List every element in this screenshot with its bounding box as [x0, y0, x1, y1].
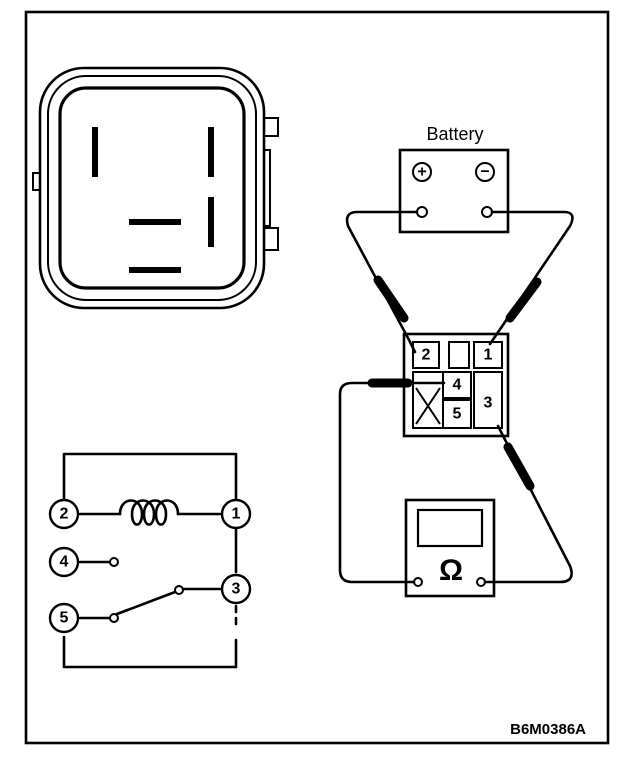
positive-post — [416, 206, 428, 218]
alligator-clip — [373, 275, 409, 323]
negative-symbol: − — [480, 164, 489, 181]
relay-top-view — [32, 66, 279, 310]
switch-arm-icon — [115, 590, 177, 616]
relay-schematic: 2 1 4 3 5 — [48, 452, 252, 669]
meter-display — [416, 508, 484, 548]
socket-terminal-3: 3 — [484, 395, 493, 412]
socket-terminal-4: 4 — [453, 377, 462, 394]
meter-probe — [503, 442, 535, 491]
relay-pin-blade — [129, 267, 181, 273]
relay-pin-blade — [208, 197, 214, 247]
schematic-terminal-4: 4 — [60, 554, 69, 571]
page-border — [24, 10, 610, 745]
figure-code: B6M0386A — [510, 721, 586, 738]
schematic-terminal-1: 1 — [232, 506, 241, 523]
socket-terminal-1: 1 — [484, 347, 493, 364]
socket-terminal-5: 5 — [453, 406, 462, 423]
negative-post — [481, 206, 493, 218]
alligator-clip — [505, 277, 542, 323]
ohmmeter: Ω — [404, 498, 496, 598]
relay-socket: 2 1 4 5 3 — [402, 332, 510, 438]
schematic-terminal-3: 3 — [232, 581, 241, 598]
coil-icon — [118, 499, 180, 526]
contact-no-icon — [174, 585, 184, 595]
contact-common-icon — [109, 613, 119, 623]
relay-pin-blade — [92, 127, 98, 177]
negative-terminal-icon — [475, 162, 495, 182]
ohm-symbol-icon: Ω — [439, 554, 463, 587]
contact-nc-icon — [109, 557, 119, 567]
relay-pin-blade — [208, 127, 214, 177]
schematic-terminal-2: 2 — [60, 506, 69, 523]
schematic-terminal-5: 5 — [60, 610, 69, 627]
positive-terminal-icon — [412, 162, 432, 182]
meter-leads — [338, 378, 573, 584]
positive-symbol: + — [417, 164, 426, 181]
socket-terminal-2: 2 — [422, 347, 431, 364]
battery-leads — [345, 210, 574, 354]
relay-pin-blade — [129, 219, 181, 225]
battery: Battery + − — [398, 124, 510, 234]
battery-label: Battery — [426, 124, 483, 144]
